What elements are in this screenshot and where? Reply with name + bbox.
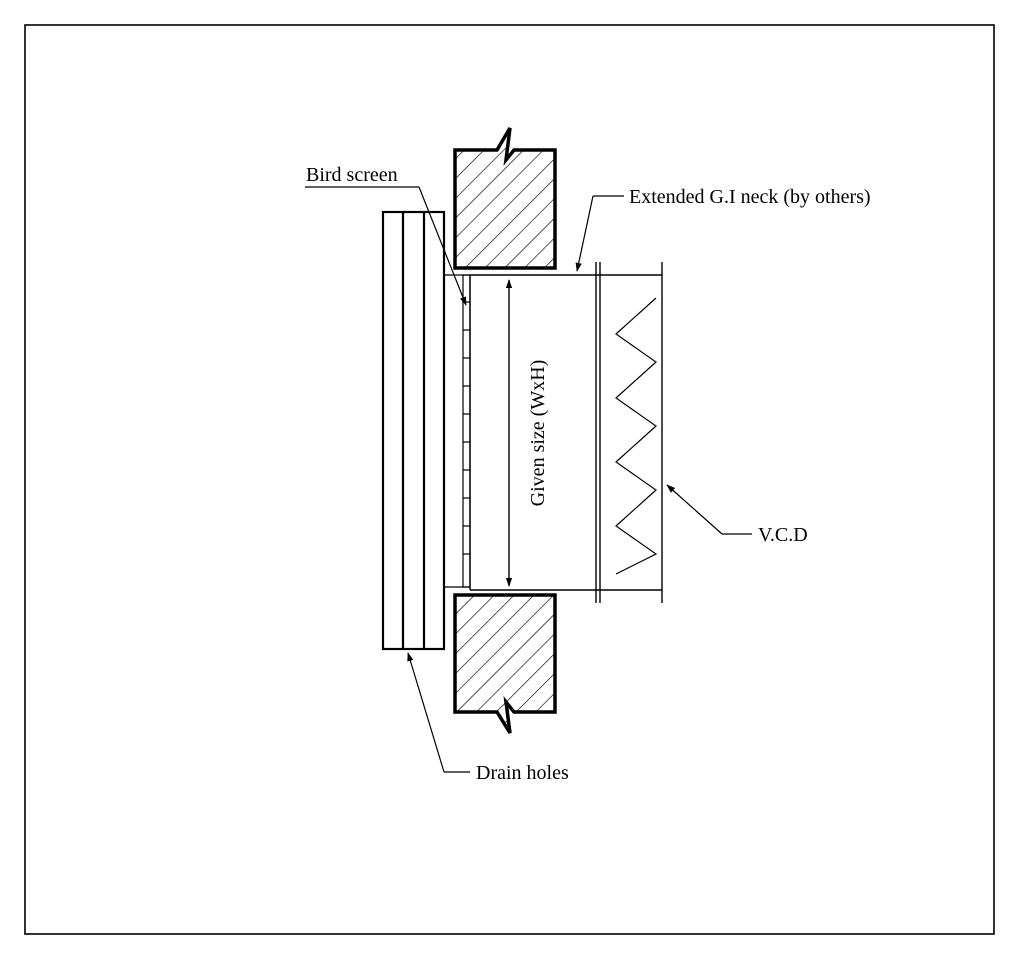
wall-bottom <box>453 593 557 734</box>
drain-holes-label: Drain holes <box>476 762 569 784</box>
wall-top <box>453 127 557 270</box>
vcd-label: V.C.D <box>758 524 808 546</box>
extended-neck-leader <box>575 195 624 272</box>
drain-holes-leader <box>407 652 470 773</box>
vcd-damper <box>595 262 663 603</box>
extended-neck-label: Extended G.I neck (by others) <box>629 186 871 208</box>
drawing-frame <box>24 24 995 935</box>
bird-screen <box>462 274 471 588</box>
louver-connectors <box>444 274 470 588</box>
bird-screen-label: Bird screen <box>306 164 398 186</box>
vcd-leader <box>666 484 752 535</box>
bird-screen-leader <box>305 186 467 306</box>
louver-frame <box>381 210 446 651</box>
given-size-label: Given size (WxH) <box>527 360 549 507</box>
extended-neck <box>469 274 662 591</box>
